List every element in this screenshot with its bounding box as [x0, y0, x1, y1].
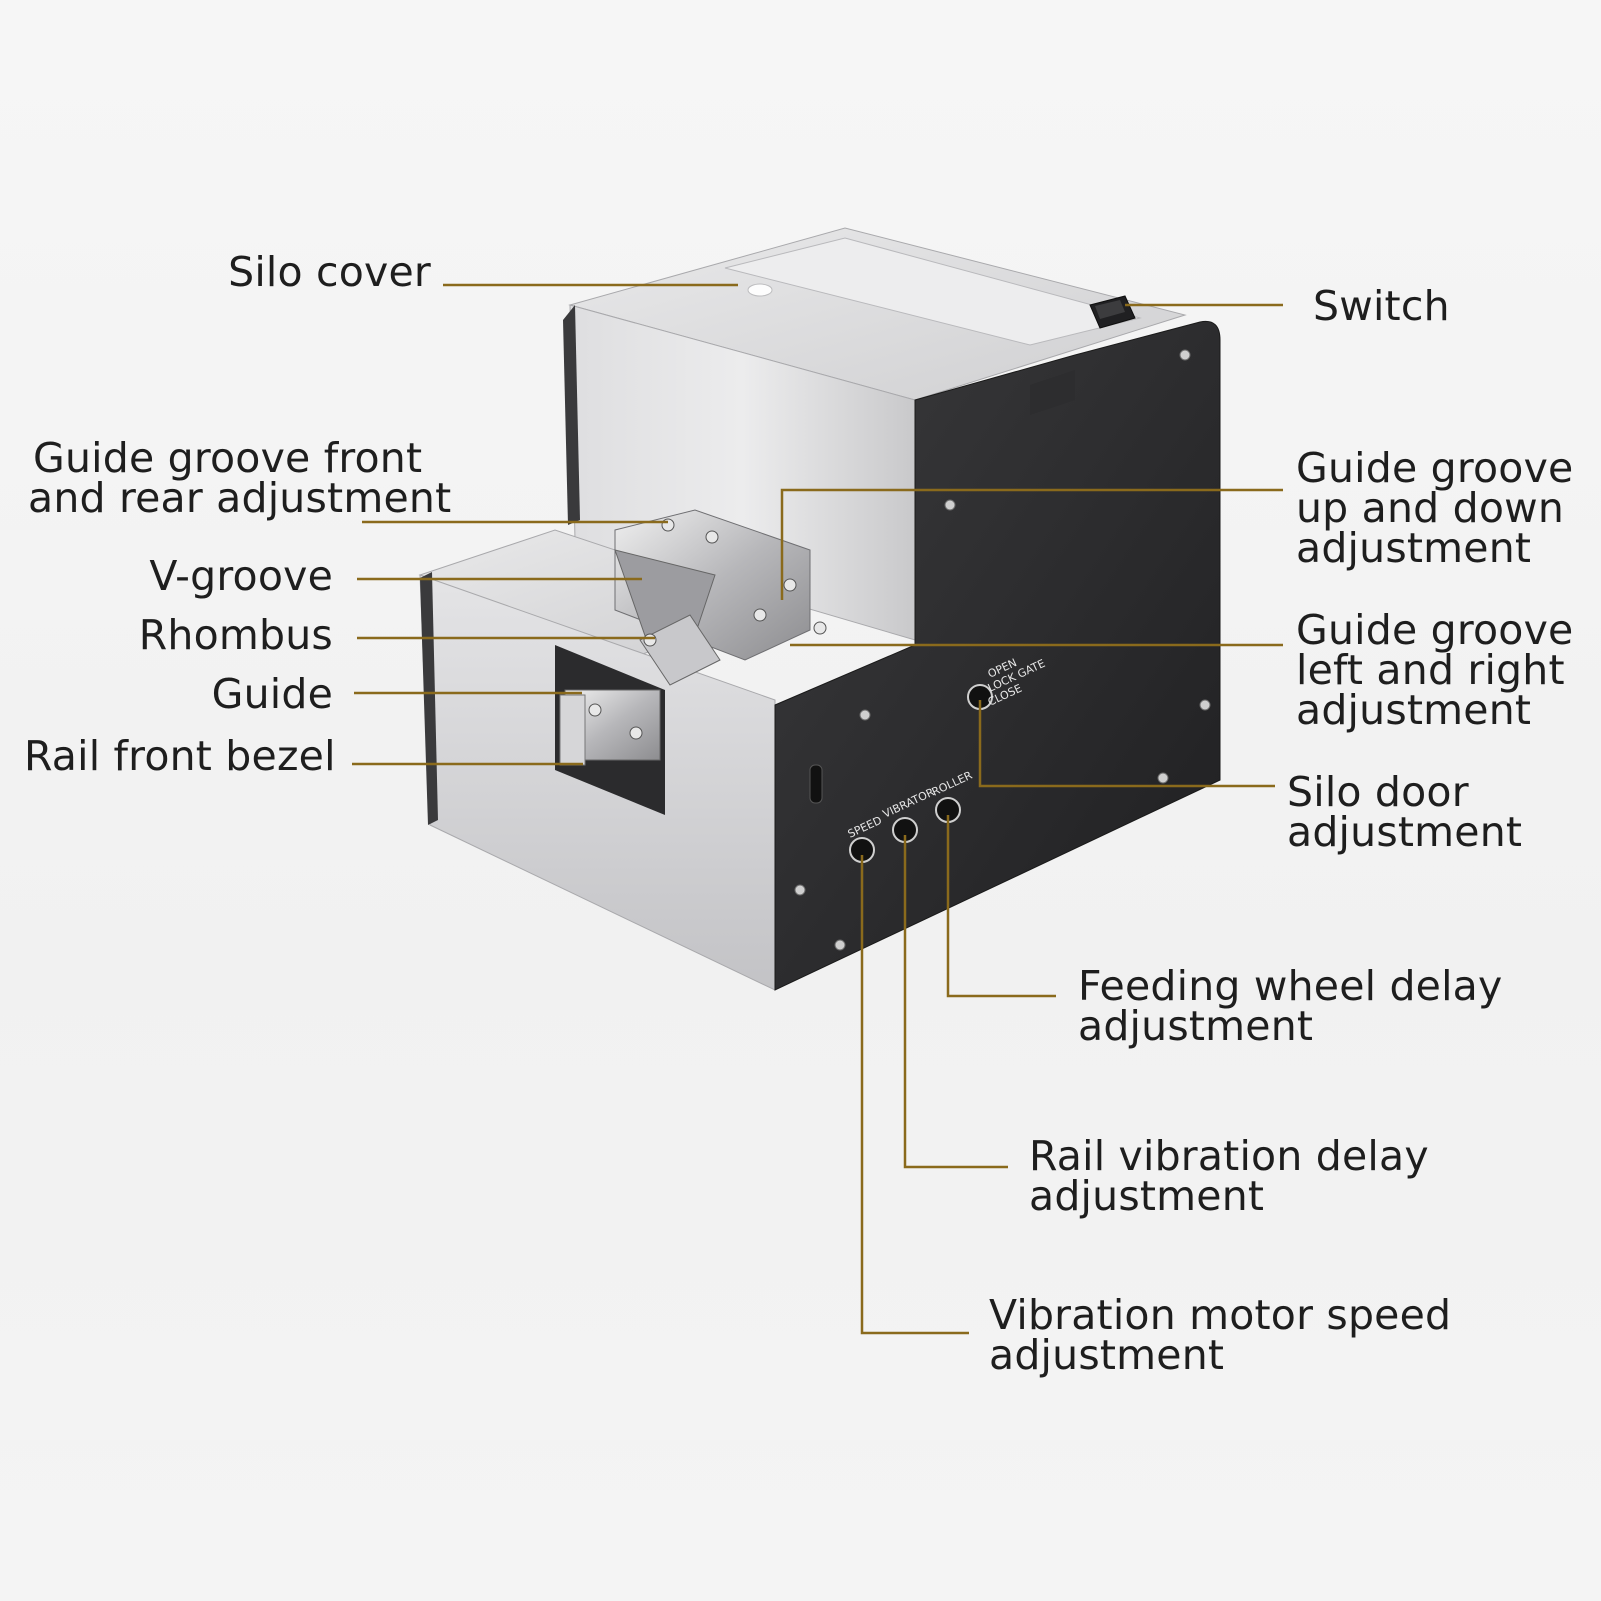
label-line: Silo cover [228, 248, 431, 296]
label-switch: Switch [1313, 282, 1450, 330]
label-line: Rhombus [138, 611, 333, 659]
label-rail-front-bezel: Rail front bezel [24, 732, 336, 780]
label-line: Guide [211, 670, 333, 718]
rail-mechanism [555, 509, 827, 815]
label-silo-cover: Silo cover [226, 248, 431, 296]
leader-rail-vibration [903, 835, 1008, 1169]
leader-guide-groove-up-down [780, 488, 1283, 600]
label-line: V-groove [149, 552, 333, 600]
label-line: adjustment [1029, 1172, 1265, 1220]
feeder-body: SPEED VIBRATOR ROLLER OPEN LOCK GATE CLO… [418, 227, 1221, 991]
label-line: adjustment [1296, 686, 1532, 734]
leader-lines [352, 283, 1283, 1335]
leader-vibration-motor [860, 855, 969, 1335]
label-line: Guide groove [1296, 444, 1574, 492]
label-line: adjustment [989, 1331, 1225, 1379]
label-guide-groove-left-right: Guide groove left and right adjustment [1296, 606, 1574, 734]
label-guide: Guide [100, 670, 333, 718]
label-line: up and down [1296, 484, 1565, 532]
panel-step [1030, 370, 1075, 415]
label-line: adjustment [1296, 524, 1532, 572]
label-line: Feeding wheel delay [1078, 962, 1503, 1010]
label-line: adjustment [1287, 808, 1523, 856]
label-feeding-wheel: Feeding wheel delay adjustment [1078, 962, 1503, 1050]
label-line: and rear adjustment [28, 474, 452, 522]
label-line: adjustment [1078, 1002, 1314, 1050]
label-guide-groove-front-rear: Guide groove front and rear adjustment [28, 434, 452, 522]
label-line: left and right [1296, 646, 1565, 694]
label-line: Guide groove front [33, 434, 423, 482]
label-line: Guide groove [1296, 606, 1574, 654]
base-left-edge [420, 572, 438, 825]
control-knobs [849, 684, 993, 863]
panel-screws [794, 349, 1211, 951]
black-side-panel [774, 320, 1221, 991]
silo-cover-panel [724, 237, 1142, 346]
label-rhombus: Rhombus [100, 611, 333, 659]
label-line: Rail front bezel [24, 732, 336, 780]
label-vibration-motor: Vibration motor speed adjustment [989, 1291, 1452, 1379]
label-rail-vibration: Rail vibration delay adjustment [1029, 1132, 1429, 1220]
label-silo-door: Silo door adjustment [1287, 768, 1523, 856]
label-guide-groove-up-down: Guide groove up and down adjustment [1296, 444, 1574, 572]
label-line: Switch [1313, 282, 1450, 330]
label-v-groove: V-groove [100, 552, 333, 600]
leader-feeding-wheel [946, 815, 1056, 998]
label-line: Rail vibration delay [1029, 1132, 1429, 1180]
label-line: Vibration motor speed [989, 1291, 1452, 1339]
tower-left-edge [563, 305, 580, 525]
power-switch [1089, 295, 1136, 329]
silo-cover-hole [747, 283, 773, 297]
panel-slot [809, 764, 823, 804]
leader-silo-door [978, 700, 1275, 788]
label-line: Silo door [1287, 768, 1469, 816]
